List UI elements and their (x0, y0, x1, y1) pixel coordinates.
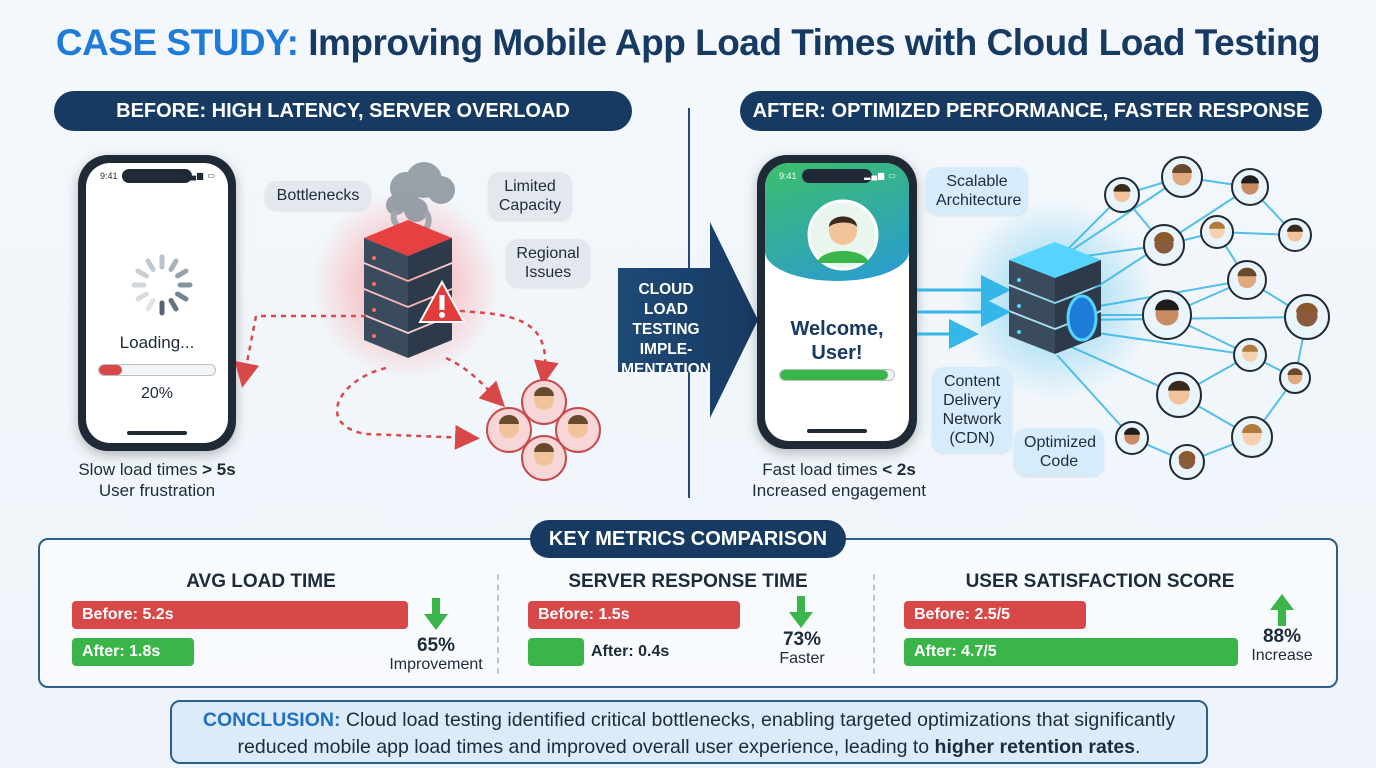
conclusion-label: CONCLUSION: (202, 709, 341, 731)
conclusion-bold: higher retention rates (934, 736, 1136, 758)
metric-percent: 73% (782, 629, 822, 650)
metric-percent: 88% (1262, 626, 1302, 647)
metric-label: Improvement (389, 656, 483, 673)
metric-before-bar: Before: 2.5/5 (904, 601, 1086, 629)
metric-after-bar: After: 4.7/5 (904, 638, 1238, 666)
limited-capacity-callout: Limited Capacity (488, 172, 572, 220)
metric-title: USER SATISFACTION SCORE (965, 571, 1235, 592)
after-phone-screen: 9:41 ▂▄▆ ▭ Welcome, User! (765, 163, 909, 441)
metrics-header: KEY METRICS COMPARISON (530, 520, 846, 558)
title-main: Improving Mobile App Load Times with Clo… (308, 22, 1321, 63)
status-icons: ▂▄▆ ▭ (864, 171, 897, 180)
after-header: AFTER: OPTIMIZED PERFORMANCE, FASTER RES… (740, 91, 1322, 131)
metrics-separator (497, 574, 499, 674)
metric-before-bar: Before: 1.5s (528, 601, 740, 629)
after-caption-line1: Fast load times (762, 460, 883, 479)
arrow-down-icon (424, 598, 448, 630)
loading-percent: 20% (140, 385, 174, 402)
status-icons: ▂▄▆ ▭ (183, 171, 216, 180)
scalable-architecture-callout: Scalable Architecture (926, 167, 1028, 215)
metric-label: Increase (1251, 647, 1313, 664)
before-header: BEFORE: HIGH LATENCY, SERVER OVERLOAD (54, 91, 632, 131)
transition-arrow-text: CLOUD LOAD TESTING IMPLE-MENTATION (621, 281, 711, 378)
bottlenecks-callout: Bottlenecks (265, 181, 371, 210)
after-caption-line2: Increased engagement (752, 481, 926, 500)
loading-progress-bar (98, 364, 216, 376)
conclusion-text: Cloud load testing identified critical b… (237, 709, 1176, 758)
arrow-down-icon (789, 596, 813, 628)
before-caption-line1: Slow load times (78, 460, 203, 479)
metric-after-label: After: 0.4s (591, 643, 670, 660)
cdn-server-icon (1009, 242, 1101, 354)
after-phone: 9:41 ▂▄▆ ▭ Welcome, User! (757, 155, 917, 449)
cdn-callout: Content Delivery Network (CDN) (932, 367, 1012, 453)
before-phone: 9:41 ▂▄▆ ▭ Loading... 20% (78, 155, 236, 451)
metric-percent: 65% (416, 635, 456, 656)
title-prefix: CASE STUDY: (55, 22, 299, 63)
metric-before-bar: Before: 5.2s (72, 601, 408, 629)
metric-after-bar (528, 638, 584, 666)
after-diagram (917, 156, 1330, 480)
conclusion-box: CONCLUSION: Cloud load testing identifie… (170, 700, 1208, 764)
welcome-text: Welcome, User! (790, 318, 884, 364)
metric-label: Faster (779, 650, 825, 667)
welcome-progress-fill (780, 370, 889, 380)
conclusion-end: . (1135, 736, 1141, 758)
server-icon (364, 220, 452, 358)
before-caption: Slow load times > 5s User frustration (48, 459, 266, 501)
page-title: CASE STUDY: Improving Mobile App Load Ti… (0, 22, 1376, 64)
user-avatar-icon (807, 199, 879, 271)
loading-progress-fill (99, 365, 123, 375)
before-caption-line2: User frustration (98, 481, 216, 500)
transition-arrow (618, 222, 758, 418)
return-arrow (236, 314, 366, 388)
optimized-code-callout: Optimized Code (1014, 428, 1104, 476)
arrow-up-icon (1270, 594, 1294, 626)
metric-title: SERVER RESPONSE TIME (568, 571, 808, 592)
status-time: 9:41 (100, 171, 118, 181)
metric-title: AVG LOAD TIME (186, 571, 336, 592)
before-phone-screen: 9:41 ▂▄▆ ▭ Loading... 20% (86, 163, 228, 443)
loading-text: Loading... (119, 333, 195, 352)
before-diagram (236, 162, 601, 481)
before-caption-bold: > 5s (202, 460, 236, 479)
welcome-progress-bar (779, 369, 895, 381)
after-caption-bold: < 2s (882, 460, 916, 479)
regional-issues-callout: Regional Issues (506, 239, 590, 287)
warning-icon (418, 279, 466, 323)
metrics-separator (873, 574, 875, 674)
user-group-icon (486, 379, 601, 481)
user-network-icon (1104, 156, 1330, 480)
metric-after-bar: After: 1.8s (72, 638, 194, 666)
after-caption: Fast load times < 2s Increased engagemen… (730, 459, 948, 501)
status-time: 9:41 (779, 171, 797, 181)
loading-spinner-icon (131, 254, 193, 316)
